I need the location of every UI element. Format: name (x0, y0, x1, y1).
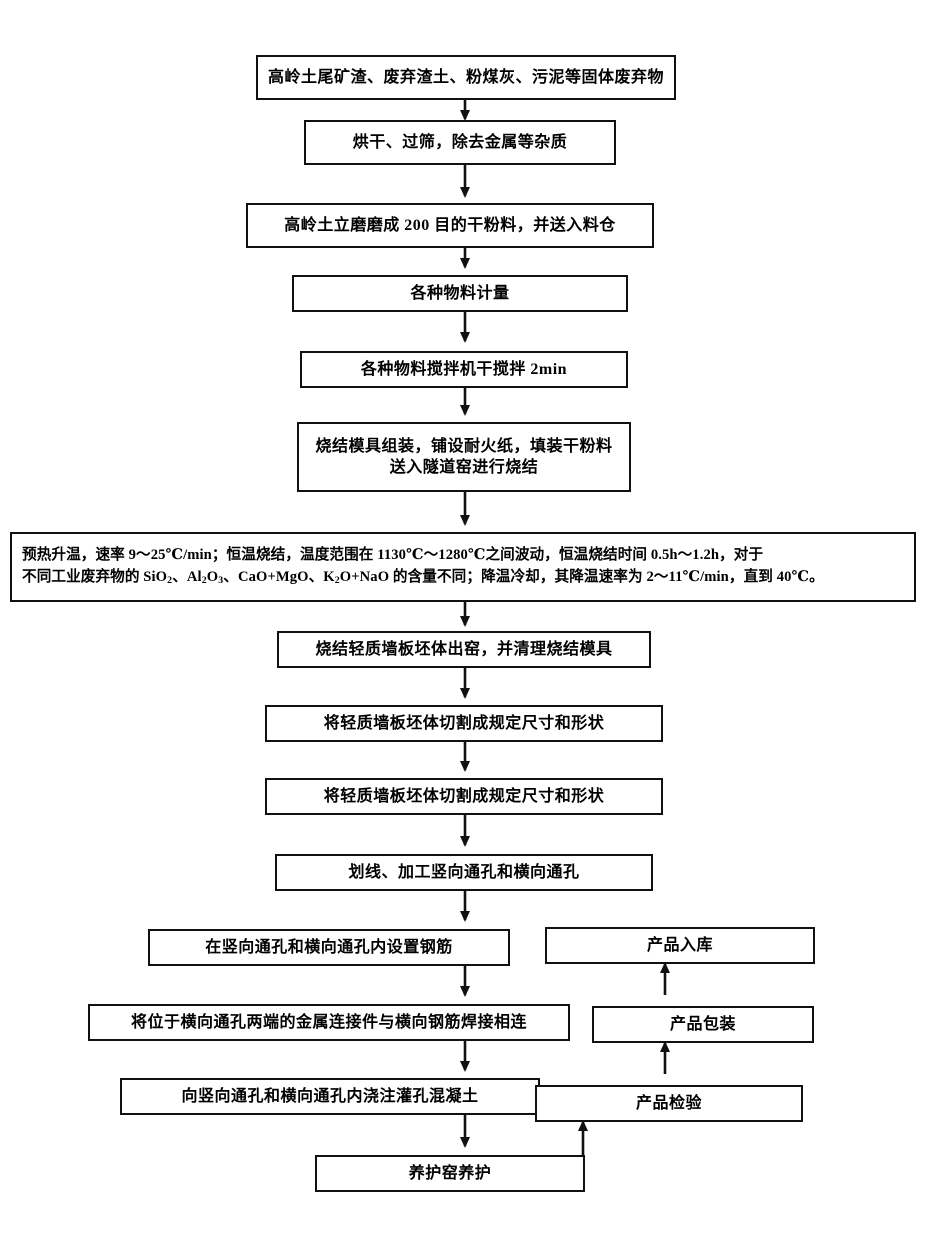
param-sub-o3: 3 (218, 575, 224, 587)
node-label: 产品包装 (669, 1015, 736, 1033)
param-line-2: 不同工业废弃物的 SiO2、Al2O3、CaO+MgO、K2O+NaO 的含量不… (22, 567, 824, 589)
node-label: 各种物料计量 (410, 284, 510, 302)
node-label: 将轻质墙板坯体切割成规定尺寸和形状 (323, 787, 605, 805)
node-label: 烧结轻质墙板坯体出窑，并清理烧结模具 (315, 640, 613, 658)
node-label: 将轻质墙板坯体切割成规定尺寸和形状 (323, 714, 605, 732)
param-seg-1: 不同工业废弃物的 SiO (22, 569, 168, 585)
param-line-1: 预热升温，速率 9～25℃/min；恒温烧结，温度范围在 1130℃～1280℃… (22, 547, 764, 564)
node-product-inspection: 产品检验 (535, 1085, 803, 1122)
node-label: 向竖向通孔和横向通孔内浇注灌孔混凝土 (181, 1087, 479, 1105)
param-seg-3: O (206, 569, 219, 585)
node-curing-kiln: 养护窑养护 (315, 1155, 585, 1192)
node-product-packaging: 产品包装 (592, 1006, 814, 1043)
node-label: 高岭土立磨磨成 200 目的干粉料，并送入料仓 (284, 216, 616, 234)
node-dry-screen: 烘干、过筛，除去金属等杂质 (304, 120, 616, 165)
node-label: 产品检验 (635, 1094, 702, 1112)
node-label: 将位于横向通孔两端的金属连接件与横向钢筋焊接相连 (130, 1013, 527, 1031)
param-seg-2: 、Al (172, 569, 202, 585)
node-place-rebar: 在竖向通孔和横向通孔内设置钢筋 (148, 929, 510, 966)
param-sub-sio2: 2 (167, 575, 173, 587)
param-seg-5: O+NaO 的含量不同；降温冷却，其降温速率为 2～11℃/min，直到 40℃… (339, 569, 824, 585)
node-raw-materials: 高岭土尾矿渣、废弃渣土、粉煤灰、污泥等固体废弃物 (256, 55, 676, 100)
node-vertical-mill: 高岭土立磨磨成 200 目的干粉料，并送入料仓 (246, 203, 654, 248)
param-seg-4: 、CaO+MgO、K (223, 569, 335, 585)
node-drill-through-holes: 划线、加工竖向通孔和横向通孔 (275, 854, 653, 891)
node-label: 烘干、过筛，除去金属等杂质 (352, 133, 568, 151)
node-cut-to-size-2: 将轻质墙板坯体切割成规定尺寸和形状 (265, 778, 663, 815)
node-label: 产品入库 (646, 936, 713, 954)
node-pour-grout-concrete: 向竖向通孔和横向通孔内浇注灌孔混凝土 (120, 1078, 540, 1115)
node-label: 划线、加工竖向通孔和横向通孔 (348, 863, 580, 881)
node-product-warehouse: 产品入库 (545, 927, 815, 964)
node-material-metering: 各种物料计量 (292, 275, 628, 312)
node-label: 养护窑养护 (408, 1164, 492, 1182)
node-label: 在竖向通孔和横向通孔内设置钢筋 (205, 938, 453, 956)
node-weld-connectors: 将位于横向通孔两端的金属连接件与横向钢筋焊接相连 (88, 1004, 570, 1041)
node-label-line-2: 送入隧道窑进行烧结 (389, 459, 539, 476)
node-mold-assembly: 烧结模具组装，铺设耐火纸，填装干粉料 送入隧道窑进行烧结 (297, 422, 631, 492)
node-cut-to-size-1: 将轻质墙板坯体切割成规定尺寸和形状 (265, 705, 663, 742)
node-sintering-parameters: 预热升温，速率 9～25℃/min；恒温烧结，温度范围在 1130℃～1280℃… (10, 532, 916, 602)
node-label: 高岭土尾矿渣、废弃渣土、粉煤灰、污泥等固体废弃物 (267, 68, 664, 86)
param-sub-k2: 2 (334, 575, 340, 587)
node-kiln-unload: 烧结轻质墙板坯体出窑，并清理烧结模具 (277, 631, 651, 668)
node-label-line-1: 烧结模具组装，铺设耐火纸，填装干粉料 (315, 437, 613, 455)
node-label: 各种物料搅拌机干搅拌 2min (360, 360, 568, 378)
node-dry-mixing: 各种物料搅拌机干搅拌 2min (300, 351, 628, 388)
param-sub-al2: 2 (201, 575, 207, 587)
